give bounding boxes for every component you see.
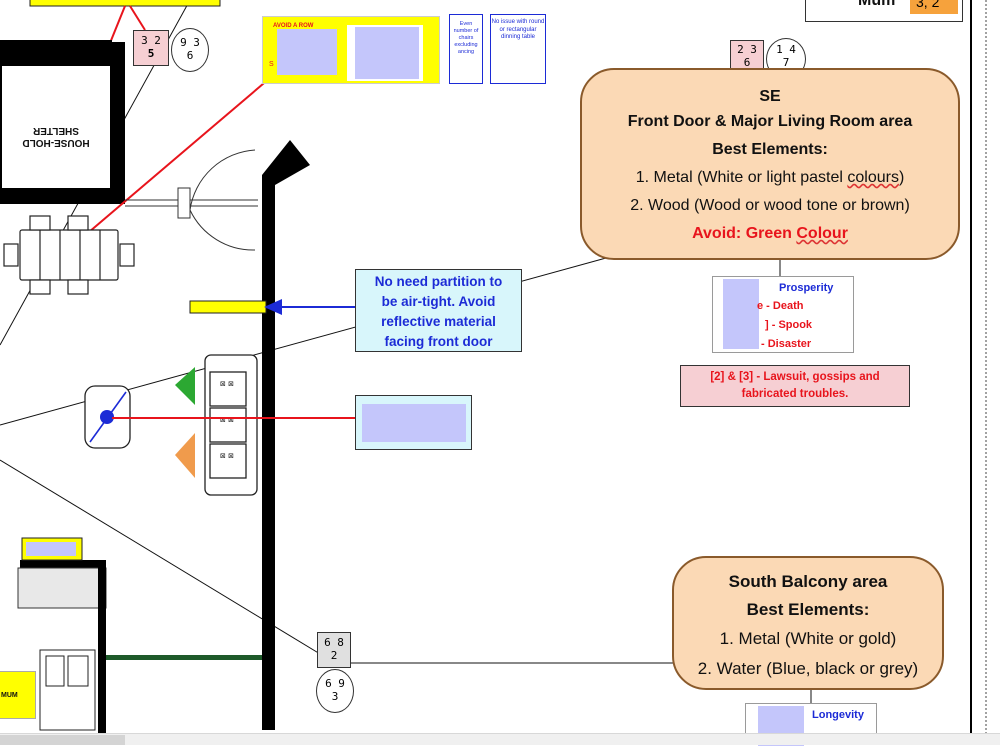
flying-star-row: 5 [147,47,155,60]
legend-line: Prosperity [779,282,834,294]
small-note-chairs: Even number of chairs excluding ancing [449,14,483,84]
redacted-block [355,27,419,79]
member-stars: 3, 2 [910,0,958,14]
mum-label-box: MUM [0,671,36,719]
svg-text:⊠ ⊠: ⊠ ⊠ [220,416,234,424]
flying-star-box: 6 8 2 [317,632,351,668]
shelter-top-wall [0,40,112,46]
red-line [129,5,146,31]
partition-line: facing front door [384,334,493,349]
se-area: Front Door & Major Living Room area [627,113,913,130]
small-note-text: No issue with round or rectangular dinni… [491,19,545,40]
south-item-2: 2. Water (Blue, black or grey) [697,659,919,678]
kitchen-appliance [39,649,96,731]
sofa-cushion-marks: ⊠ ⊠ ⊠ ⊠ ⊠ ⊠ [220,380,234,460]
south-callout: South Balcony area Best Elements: 1. Met… [672,556,944,690]
se-avoid-word: Colour [796,225,848,242]
se-avoid: Avoid: Green Colour [582,220,958,248]
small-note-text: Even number of chairs excluding ancing [453,21,479,55]
scrollbar-thumb[interactable] [0,735,125,745]
se-item-1-end: ) [898,169,905,186]
door-swing [125,149,258,251]
shelter-label: HOUSE-HOLD SHELTER [6,98,106,148]
flying-star-row: 2 [330,649,338,662]
legend-line: - Disaster [761,338,812,350]
south-item-1: 1. Metal (White or gold) [719,629,897,648]
flying-star-row: 3 2 [141,34,161,47]
flying-star-row: 7 [782,56,790,69]
cabinet-top [20,560,106,570]
se-callout: SE Front Door & Major Living Room area B… [580,68,960,260]
south-best-elements: Best Elements: [746,600,870,619]
yellow-panel: AVOID A ROW S [262,16,440,84]
legend-line: Longevity [812,709,864,721]
main-wall-block [262,175,275,730]
se-avoid-text: Avoid: Green [692,225,797,242]
flying-star-row: 3 [331,690,339,703]
sofa [204,354,258,496]
redacted-block [723,279,759,349]
legend-line: e - Death [757,300,804,312]
partition-line: be air-tight. Avoid [381,294,496,309]
red-line [61,77,271,256]
legend-line: ] - Spook [765,319,813,331]
se-title: SE [759,88,781,105]
flying-star-oval: 9 3 6 [171,28,209,72]
redacted-note [355,395,472,450]
member-name: Mum [858,0,896,9]
flying-star-row: 6 [743,56,751,69]
blue-marker [100,410,114,424]
blue-arrowhead [264,299,282,315]
partition-bar [189,300,267,314]
se-item-1-text: 1. Metal (White or light pastel [635,169,848,186]
yellow-panel-small-text: AVOID A ROW [273,23,314,29]
redacted-block [26,542,76,556]
svg-text:⊠ ⊠: ⊠ ⊠ [220,452,234,460]
cabinet-right-wall [98,565,106,735]
yellow-strip [29,0,221,7]
partition-line: No need partition to [374,274,503,289]
flying-star-row: 2 3 [737,43,757,56]
lawsuit-line: [2] & [3] - Lawsuit, gossips and [710,371,880,383]
svg-text:⊠ ⊠: ⊠ ⊠ [220,380,234,388]
se-star-legend: Prosperity e - Death ] - Spook - Disaste… [712,276,854,353]
mum-label: MUM [1,692,18,699]
se-best-elements: Best Elements: [712,141,828,158]
partition-line: reflective material [381,314,496,329]
orange-triangle [175,433,195,478]
flying-star-row: 6 8 [324,636,344,649]
small-note-table: No issue with round or rectangular dinni… [490,14,546,84]
south-title: South Balcony area [728,572,888,591]
se-item-2: 2. Wood (Wood or wood tone or brown) [630,197,910,214]
horizontal-scrollbar[interactable] [0,733,1000,745]
lawsuit-note: [2] & [3] - Lawsuit, gossips and fabrica… [680,365,910,407]
se-item-1: 1. Metal (White or light pastel colours) [582,164,958,192]
flying-star-row: 6 [186,49,194,62]
shelter-text: HOUSE-HOLD SHELTER [22,125,90,148]
dining-set [3,215,135,295]
cabinet-shade [17,567,107,609]
green-edge [106,655,262,660]
flying-star-row: 1 4 [776,43,796,56]
redacted-block [277,29,337,75]
flying-star-oval: 6 9 3 [316,669,354,713]
yellow-panel-small-text: S [269,61,274,68]
flying-star-box: 3 2 5 [133,30,169,66]
redacted-block [362,404,466,442]
flying-star-row: 9 3 [180,36,200,49]
flying-star-row: 6 9 [325,677,345,690]
lawsuit-line: fabricated troubles. [741,388,849,400]
shelter-room [2,66,110,188]
green-triangle [175,367,195,405]
se-item-1-word: colours [847,169,899,186]
partition-note: No need partition to be air-tight. Avoid… [355,269,522,352]
